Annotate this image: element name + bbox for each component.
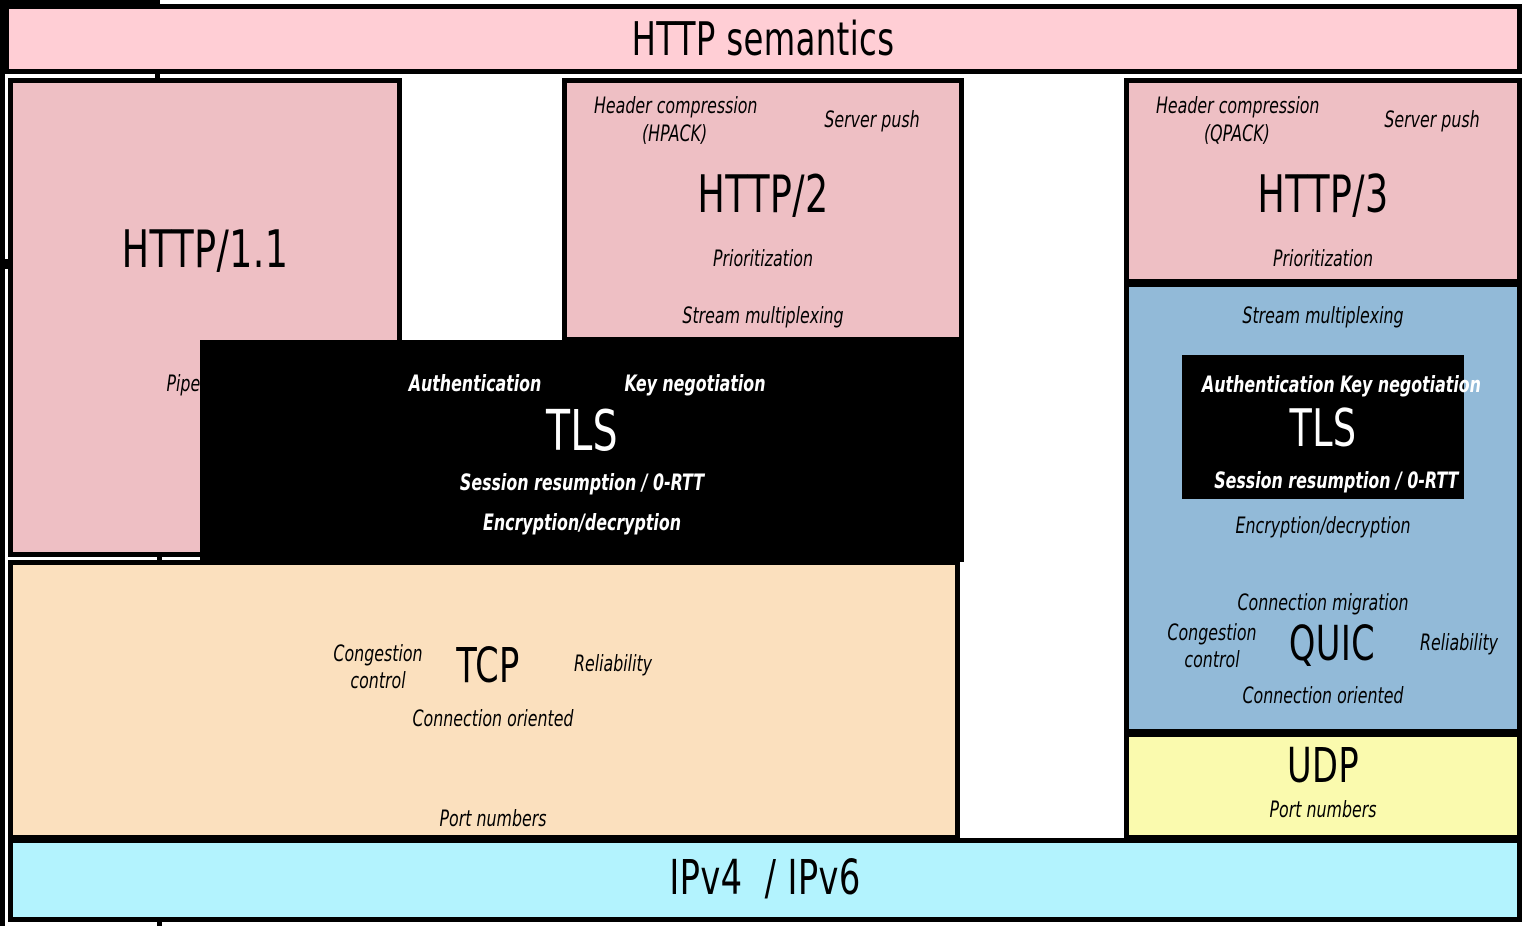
http2-feature-hpack: (HPACK)	[642, 122, 708, 147]
tls-feature-session-resumption: Session resumption / 0-RTT	[459, 471, 705, 496]
tls-feature-encryption: Encryption/decryption	[483, 511, 681, 536]
layer-tls-tcp-stack: Authentication Key negotiation TLS Sessi…	[200, 340, 964, 562]
tcp-feature-connection-oriented: Connection oriented	[412, 707, 574, 732]
http2-label: HTTP/2	[697, 165, 829, 225]
layer-tls-quic-stack: Authentication Key negotiation TLS Sessi…	[1182, 355, 1481, 499]
http2-feature-server-push: Server push	[824, 108, 920, 133]
tls-quic-feature-key-negotiation: Key negotiation	[1340, 373, 1481, 398]
udp-feature-port-numbers: Port numbers	[1269, 798, 1377, 823]
http3-feature-header-compression: Header compression	[1156, 94, 1320, 119]
quic-feature-congestion: Congestion	[1167, 621, 1257, 646]
tcp-feature-control: control	[350, 669, 406, 694]
http3-feature-qpack: (QPACK)	[1204, 122, 1270, 147]
quic-feature-encryption: Encryption/decryption	[1235, 514, 1411, 539]
quic-feature-reliability: Reliability	[1419, 631, 1499, 656]
quic-feature-control: control	[1184, 648, 1240, 673]
tcp-label: TCP	[456, 638, 520, 694]
layer-udp: UDP Port numbers	[1124, 732, 1522, 840]
udp-label: UDP	[1286, 738, 1360, 794]
quic-feature-connection-oriented: Connection oriented	[1242, 684, 1404, 709]
quic-feature-stream-multiplexing: Stream multiplexing	[1242, 304, 1404, 329]
layer-http2: Header compression (HPACK) Server push H…	[562, 78, 964, 342]
http2-feature-stream-multiplexing: Stream multiplexing	[682, 304, 844, 329]
ip-label: IPv4 / IPv6	[669, 850, 861, 906]
layer-http3: Header compression (QPACK) Server push H…	[1124, 78, 1522, 284]
layer-ip: IPv4 / IPv6	[8, 838, 1522, 922]
http-semantics-label: HTTP semantics	[631, 12, 895, 66]
http2-feature-header-compression: Header compression	[594, 94, 758, 119]
http2-feature-prioritization: Prioritization	[713, 247, 813, 272]
http3-feature-server-push: Server push	[1384, 108, 1480, 133]
tls-feature-key-negotiation: Key negotiation	[624, 372, 766, 397]
http11-label: HTTP/1.1	[121, 220, 289, 280]
layer-http-semantics: HTTP semantics	[4, 4, 1522, 74]
tcp-feature-port-numbers: Port numbers	[439, 807, 547, 832]
http3-feature-prioritization: Prioritization	[1273, 247, 1373, 272]
tls-feature-authentication: Authentication	[408, 372, 542, 397]
layer-quic: Stream multiplexing Encryption/decryptio…	[1124, 282, 1522, 734]
quic-feature-connection-migration: Connection migration	[1237, 591, 1409, 616]
tls-quic-feature-authentication: Authentication	[1202, 373, 1335, 398]
tcp-feature-congestion: Congestion	[333, 642, 423, 667]
tls-label: TLS	[545, 399, 619, 464]
tcp-feature-reliability: Reliability	[573, 652, 653, 677]
tls-quic-feature-session-resumption: Session resumption / 0-RTT	[1214, 469, 1459, 494]
quic-label: QUIC	[1288, 616, 1376, 672]
tls-quic-label: TLS	[1289, 399, 1357, 459]
layer-tcp: Congestion control TCP Reliability Conne…	[8, 560, 960, 840]
http3-label: HTTP/3	[1257, 165, 1389, 225]
